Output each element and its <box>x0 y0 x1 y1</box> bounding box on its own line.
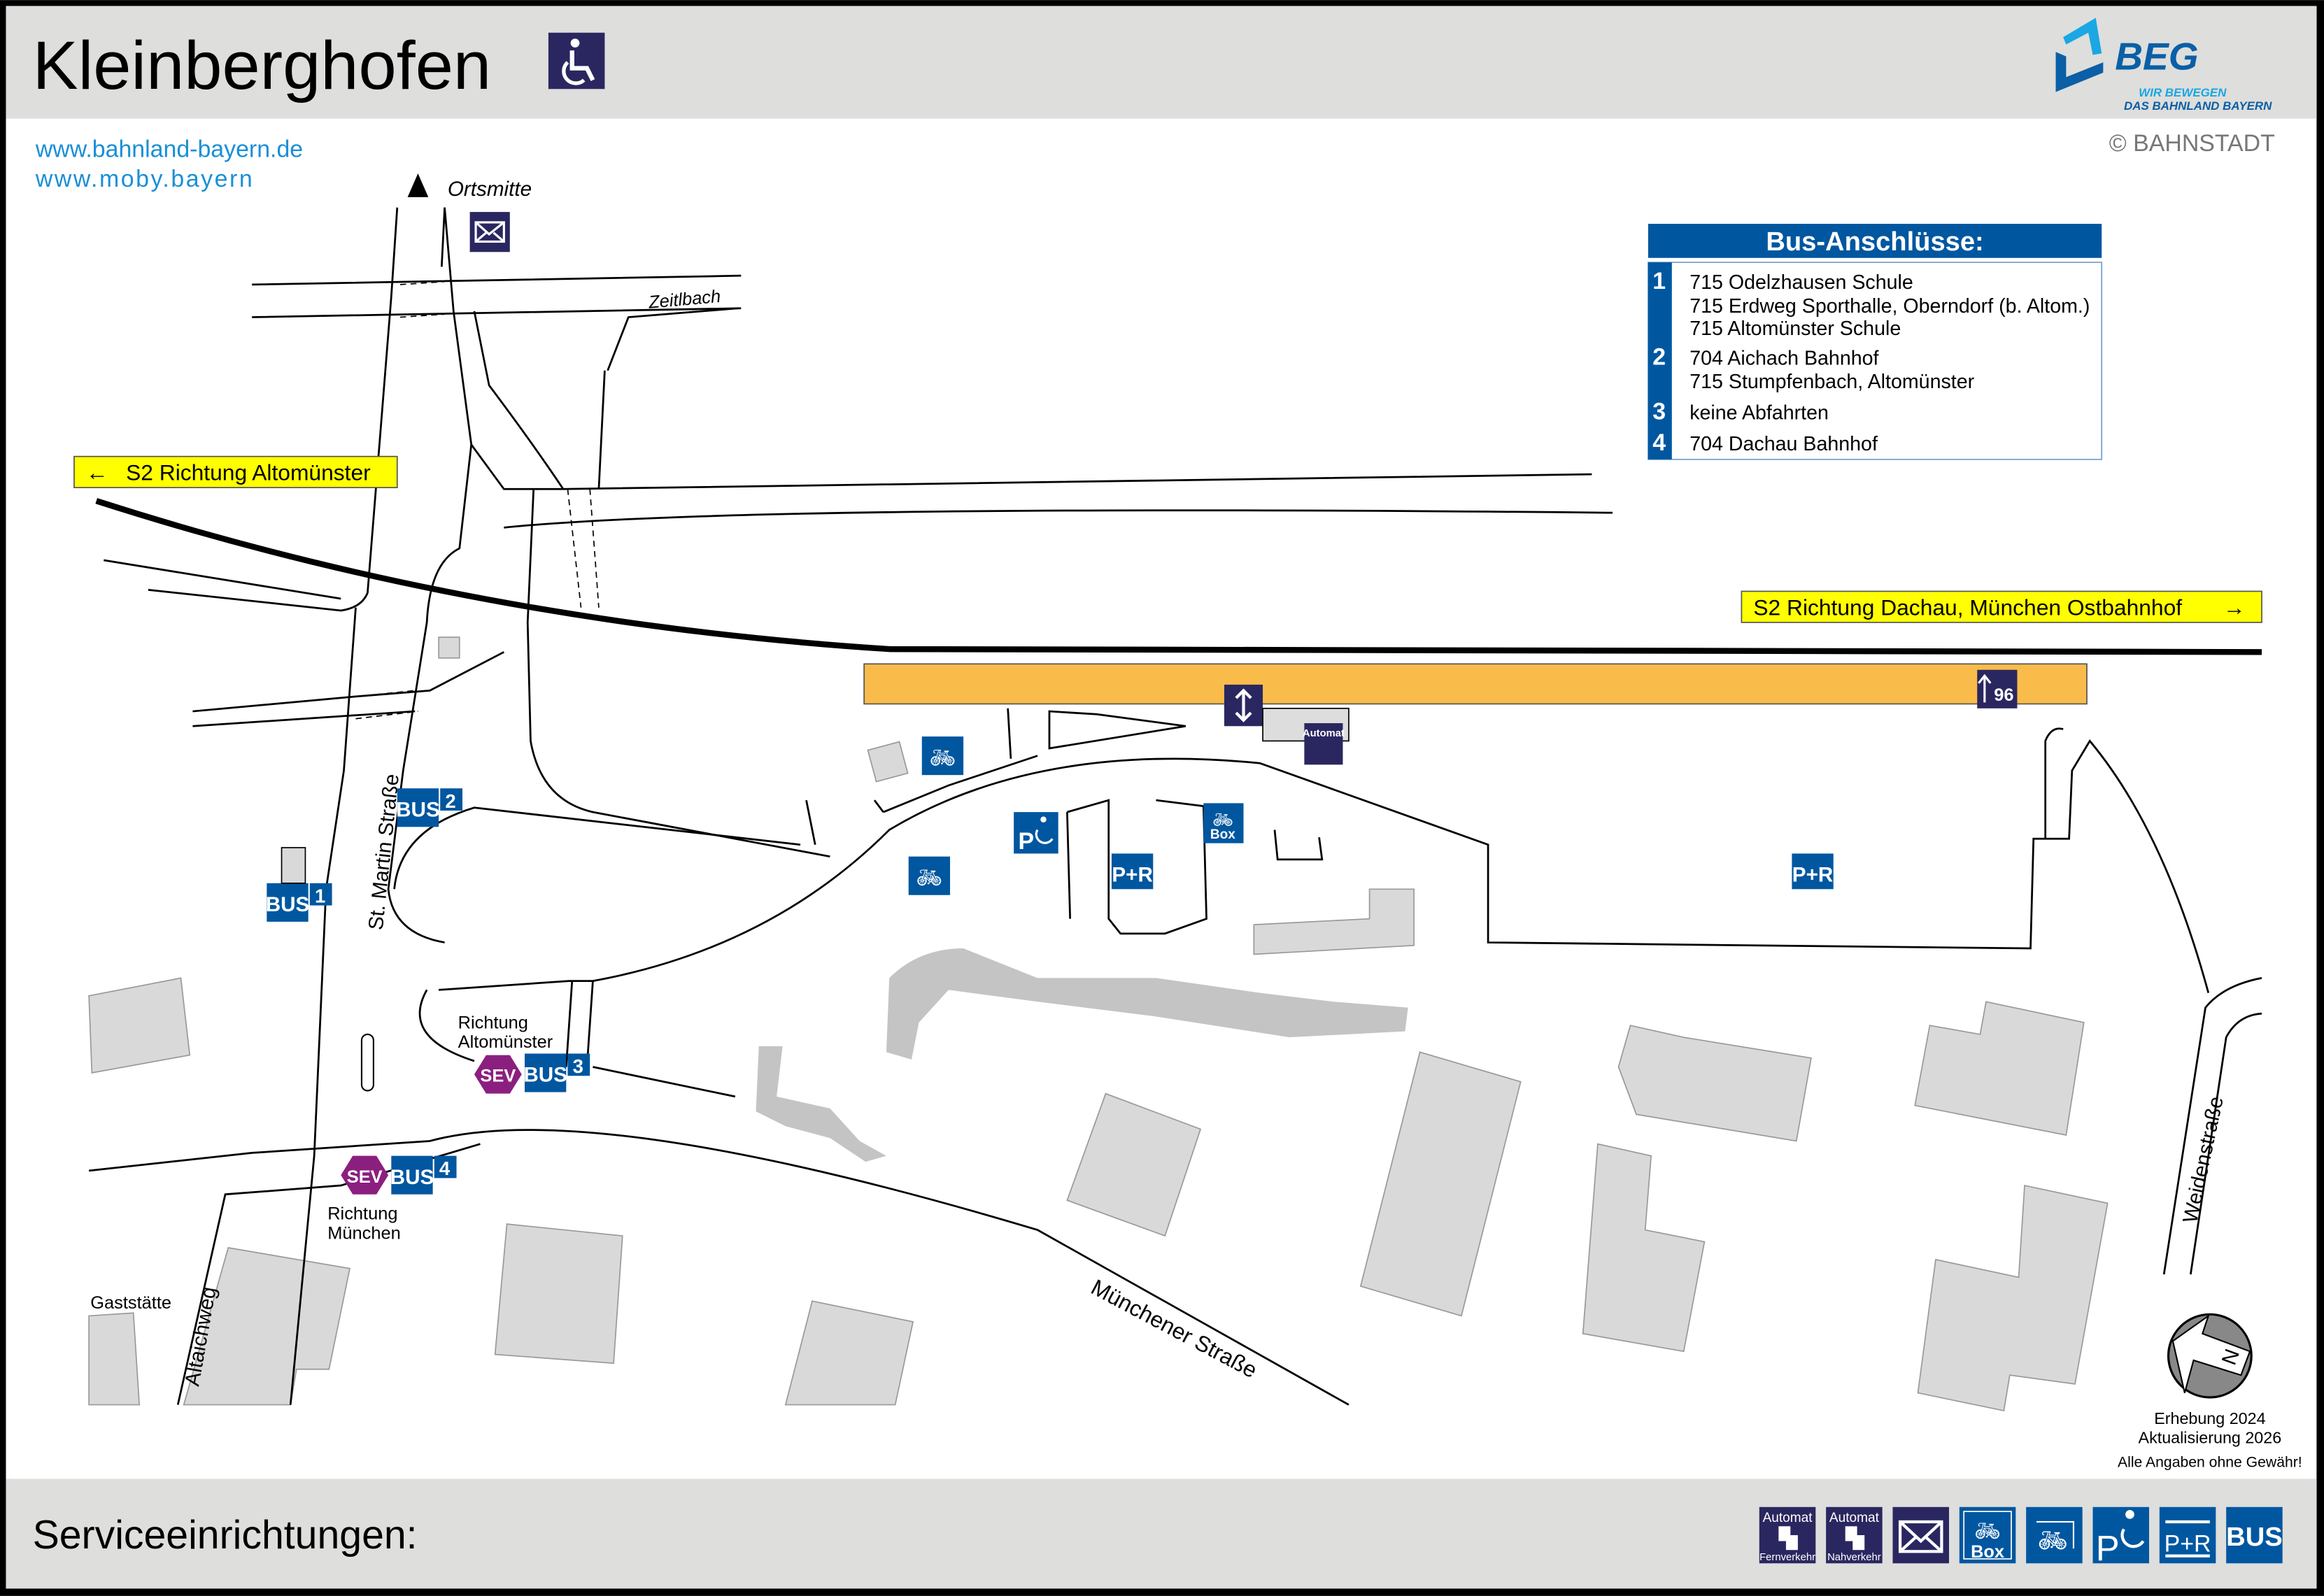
hedge <box>756 948 1408 1162</box>
bike-box-icon: 🚲︎ Box <box>1203 803 1244 843</box>
legend-ticket-machine-long-distance: Automat Fernverkehr <box>1759 1506 1816 1564</box>
svg-text:Automat: Automat <box>1763 1511 1813 1525</box>
svg-text:P: P <box>2096 1528 2120 1568</box>
svg-text:BEG: BEG <box>2115 35 2198 78</box>
legend-mail <box>1892 1506 1949 1564</box>
svg-text:704 Dachau Bahnhof: 704 Dachau Bahnhof <box>1689 433 1878 455</box>
copyright-bahnstadt: © BAHNSTADT <box>2109 130 2275 157</box>
north-compass: N <box>2167 1313 2253 1399</box>
label-richtung-muenchen: Richtung <box>327 1204 397 1224</box>
legend-ticket-machine-regional: Automat Nahverkehr <box>1826 1506 1883 1564</box>
bus-stop-3[interactable]: SEV BUS 3 <box>474 1053 590 1094</box>
svg-text:Automat: Automat <box>1303 728 1345 739</box>
svg-text:Bus-Anschlüsse:: Bus-Anschlüsse: <box>1766 227 1983 257</box>
svg-text:3: 3 <box>573 1055 583 1077</box>
svg-text:keine Abfahrten: keine Abfahrten <box>1689 402 1829 425</box>
bike-parking-icon: 🚲︎ <box>921 736 964 776</box>
legend-accessible-parking: P <box>2092 1506 2150 1568</box>
svg-text:96: 96 <box>1994 685 2013 705</box>
wheelchair-icon <box>548 32 605 90</box>
svg-text:🚲︎: 🚲︎ <box>2038 1527 2068 1554</box>
legend-bus: BUS <box>2226 1506 2283 1564</box>
label-richtung-altomuenster: Richtung <box>458 1013 528 1032</box>
svg-text:←: ← <box>86 460 108 485</box>
svg-text:🚲︎: 🚲︎ <box>1212 811 1233 829</box>
svg-text:🚲︎: 🚲︎ <box>1974 1520 2001 1543</box>
svg-text:BUS: BUS <box>266 893 310 916</box>
svg-text:3: 3 <box>1652 399 1666 425</box>
svg-text:Ortsmitte: Ortsmitte <box>448 178 532 201</box>
ortsmitte-marker: Ortsmitte <box>407 173 532 201</box>
legend-bike-box: 🚲︎ Box <box>1959 1506 2016 1564</box>
ticket-machine-icon: Automat <box>1262 707 1349 765</box>
svg-text:2: 2 <box>1652 343 1666 370</box>
svg-text:🚲︎: 🚲︎ <box>916 867 943 890</box>
svg-text:715 Odelzhausen Schule: 715 Odelzhausen Schule <box>1689 271 1913 294</box>
park-and-ride-icon: P+R <box>1111 853 1154 890</box>
svg-text:→: → <box>2223 594 2246 620</box>
track-96-sign: 96 <box>1977 669 2018 708</box>
railway-track <box>95 498 2262 655</box>
svg-text:704 Aichach Bahnhof: 704 Aichach Bahnhof <box>1689 347 1878 369</box>
svg-text:715 Erdweg Sporthalle, Oberndo: 715 Erdweg Sporthalle, Oberndorf (b. Alt… <box>1689 295 2090 318</box>
svg-text:BUS: BUS <box>396 798 440 821</box>
svg-text:BUS: BUS <box>2226 1522 2283 1552</box>
platform <box>863 663 2088 705</box>
accessible-parking-icon: P <box>1014 812 1058 855</box>
svg-text:Automat: Automat <box>1829 1511 1880 1525</box>
svg-text:715 Altomünster Schule: 715 Altomünster Schule <box>1689 318 1901 340</box>
update-year: Aktualisierung 2026 <box>2139 1429 2282 1447</box>
svg-text:4: 4 <box>1652 429 1666 456</box>
bus-connections-table: Bus-Anschlüsse: 1 715 Odelzhausen Schule… <box>1648 224 2103 460</box>
bus-stop-2[interactable]: BUS 2 <box>396 788 463 827</box>
roads <box>88 207 2262 1406</box>
svg-text:SEV: SEV <box>480 1067 516 1086</box>
svg-text:S2 Richtung Dachau, München Os: S2 Richtung Dachau, München Ostbahnhof <box>1753 594 2182 620</box>
svg-text:4: 4 <box>439 1157 451 1179</box>
buildings <box>88 636 2109 1412</box>
direction-dachau: S2 Richtung Dachau, München Ostbahnhof → <box>1741 590 2262 623</box>
label-gaststaette: Gaststätte <box>90 1293 171 1313</box>
bus-stop-4[interactable]: SEV BUS 4 <box>341 1155 457 1195</box>
svg-text:Box: Box <box>1210 827 1235 842</box>
svg-text:1: 1 <box>315 885 325 906</box>
bus-stop-1[interactable]: BUS 1 <box>266 847 332 922</box>
link-moby-bayern[interactable]: www.moby.bayern <box>35 166 254 192</box>
footer-title: Serviceeinrichtungen: <box>33 1513 418 1558</box>
svg-text:2: 2 <box>445 790 455 812</box>
svg-text:BUS: BUS <box>390 1166 434 1189</box>
svg-text:SEV: SEV <box>347 1167 383 1187</box>
bike-parking-icon-2: 🚲︎ <box>908 856 951 895</box>
svg-text:Box: Box <box>1971 1542 2004 1562</box>
direction-altomuenster: ← S2 Richtung Altomünster <box>73 455 398 488</box>
legend-bike-parking: 🚲︎ <box>2026 1506 2083 1564</box>
svg-text:Fernverkehr: Fernverkehr <box>1759 1552 1815 1563</box>
svg-text:BUS: BUS <box>523 1064 567 1087</box>
legend-park-and-ride: P+R <box>2159 1506 2216 1564</box>
survey-year: Erhebung 2024 <box>2154 1409 2265 1427</box>
beg-logo: BEG WIR BEWEGEN DAS BAHNLAND BAYERN <box>2055 17 2272 113</box>
svg-text:1: 1 <box>1652 268 1666 294</box>
label-richtung-altomuenster-2: Altomünster <box>458 1032 553 1052</box>
svg-text:🚲︎: 🚲︎ <box>930 746 956 769</box>
mail-icon <box>469 212 510 252</box>
svg-text:715 Stumpfenbach, Altomünster: 715 Stumpfenbach, Altomünster <box>1689 371 1974 393</box>
header-band <box>6 6 2317 119</box>
page-title: Kleinberghofen <box>33 27 492 104</box>
svg-text:P+R: P+R <box>1112 864 1153 887</box>
svg-text:DAS BAHNLAND BAYERN: DAS BAHNLAND BAYERN <box>2124 99 2272 113</box>
park-and-ride-icon-2: P+R <box>1792 853 1834 890</box>
svg-text:WIR BEWEGEN: WIR BEWEGEN <box>2139 86 2227 99</box>
elevator-icon <box>1224 684 1263 727</box>
label-richtung-muenchen-2: München <box>327 1223 401 1243</box>
svg-text:P+R: P+R <box>2164 1530 2211 1557</box>
link-bahnland-bayern[interactable]: www.bahnland-bayern.de <box>35 136 303 163</box>
svg-text:P: P <box>1018 828 1034 855</box>
svg-text:P+R: P+R <box>1792 864 1834 887</box>
disclaimer: Alle Angaben ohne Gewähr! <box>2118 1455 2302 1471</box>
svg-text:Nahverkehr: Nahverkehr <box>1827 1552 1881 1563</box>
svg-text:S2 Richtung Altomünster: S2 Richtung Altomünster <box>126 460 371 485</box>
